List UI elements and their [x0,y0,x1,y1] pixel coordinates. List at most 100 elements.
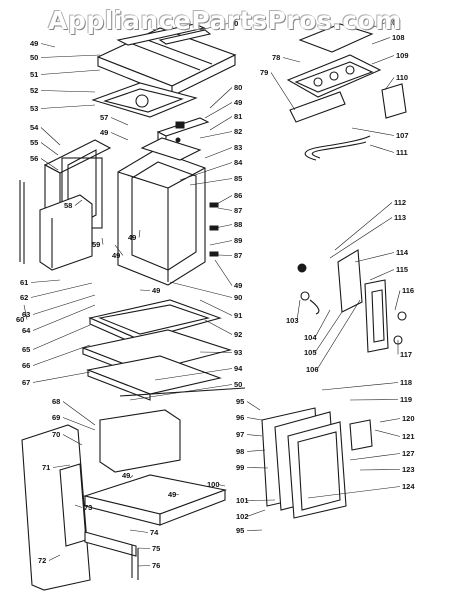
callout-leader-line [354,252,395,263]
callout-c99: 99 [236,463,244,472]
callout-c118: 118 [400,378,412,387]
callout-leader-line [114,244,124,256]
callout-c89: 89 [234,236,242,245]
callout-leader-line [137,547,151,549]
callout-c110: 110 [396,73,408,82]
callout-c58: 58 [64,201,72,210]
callout-c49h: 49 [122,471,130,480]
callout-leader-line [110,117,129,126]
callout-leader-line [199,351,233,353]
callout-leader-line [316,299,361,370]
callout-leader-line [214,224,233,229]
callout-c74: 74 [150,528,159,537]
callout-c90: 90 [234,293,242,302]
callout-c96: 96 [236,413,244,422]
callout-leader-line [199,23,229,31]
drawer-front [99,409,181,473]
callout-leader-line [369,269,395,281]
callout-c73: 73 [84,503,92,512]
callout-leader-line [199,299,233,316]
callout-leader-line [364,22,387,31]
callout-c50b: 50 [30,53,38,62]
callout-c94: 94 [234,364,243,373]
callout-leader-line [369,144,395,153]
broiler-pan [86,355,246,401]
callout-c49b: 49 [234,98,242,107]
callout-c64: 64 [22,326,31,335]
callout-c100: 100 [207,480,220,489]
callout-leader-line [40,54,101,58]
callout-leader-line [199,131,233,139]
callout-leader-line [62,434,83,446]
callout-leader-line [32,304,96,331]
callout-leader-line [246,434,263,437]
callout-leader-line [110,132,129,141]
callout-leader-line [30,279,61,283]
callout-c65: 65 [22,345,30,354]
callout-leader-line [154,368,233,381]
callout-c87a: 87 [234,206,242,215]
callout-leader-line [204,147,233,159]
callout-leader-line [30,282,93,298]
callout-leader-line [349,453,401,461]
callout-leader-line [179,162,233,181]
callout-leader-line [349,399,399,401]
callout-c54: 54 [30,123,39,132]
callout-c76: 76 [152,561,160,570]
callout-c50c: 50 [234,380,242,389]
callout-c114: 114 [396,248,409,257]
callout-c116: 116 [402,286,414,295]
callout-leader-line [371,55,395,65]
callout-c92: 92 [234,330,242,339]
callout-c111: 111 [396,148,408,157]
callout-leader-line [139,289,151,291]
callout-leader-line [23,304,28,320]
callout-c50a: 50 [230,19,238,28]
callout-leader-line [40,69,101,75]
kick-plate [21,424,91,591]
callout-c49g: 49 [234,281,242,290]
callout-c123: 123 [402,465,415,474]
callout-c71: 71 [42,463,50,472]
callout-c124: 124 [402,482,415,491]
callout-c78: 78 [272,53,280,62]
watermark-text: AppliancePartsPros.com [48,6,402,35]
callout-leader-line [246,417,263,421]
callout-leader-line [129,475,134,479]
callout-c69: 69 [52,413,60,422]
callout-leader-line [371,37,391,45]
callout-c55: 55 [30,138,38,147]
callout-c121: 121 [402,432,415,441]
callout-c106: 106 [306,365,319,374]
callout-leader-line [129,529,149,533]
callout-c115: 115 [396,265,408,274]
callout-c62: 62 [20,293,28,302]
callout-c117: 117 [400,350,412,359]
callout-leader-line [40,142,59,156]
callout-leader-line [32,294,96,315]
oven-door-assembly [261,407,373,519]
cabinet-brackets [175,121,219,257]
callout-c49i: 49 [168,490,176,499]
callout-leader-line [246,509,266,517]
callout-leader-line [394,290,401,311]
callout-leader-line [62,417,96,431]
callout-c51: 51 [30,70,38,79]
callout-c80: 80 [234,83,242,92]
callout-c79: 79 [260,68,268,77]
callout-leader-line [246,467,269,469]
callout-leader-line [214,195,233,206]
callout-c104: 104 [304,333,317,342]
callout-c67: 67 [22,378,30,387]
callout-c107b: 107 [396,131,409,140]
callout-c113: 113 [394,213,406,222]
callout-leader-line [62,401,96,426]
callout-c98: 98 [236,447,244,456]
callout-leader-line [138,229,141,238]
callout-c53: 53 [30,104,38,113]
callout-c49f: 49 [152,286,160,295]
callout-leader-line [137,565,151,567]
callout-leader-line [32,344,91,366]
